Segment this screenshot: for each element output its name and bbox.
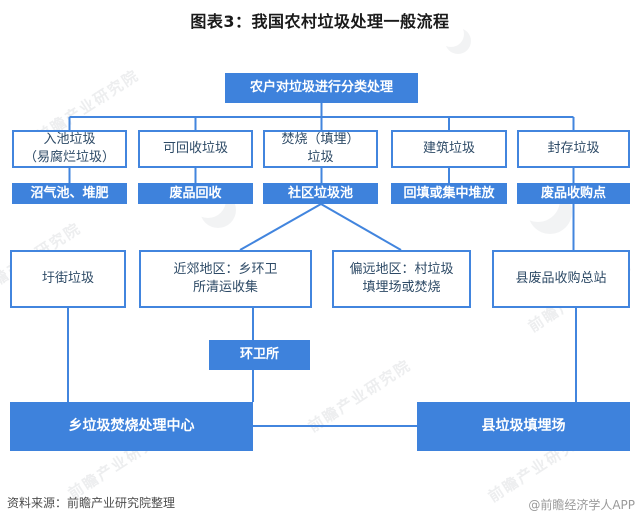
node-scrap-purchase-point: 废品收购点: [517, 183, 630, 204]
node-label: 入池垃圾 （易腐烂垃圾）: [23, 132, 115, 165]
node-backfill-stacking: 回填或集中堆放: [391, 183, 507, 204]
node-recyclable-waste: 可回收垃圾: [138, 130, 253, 168]
node-sealed-waste: 封存垃圾: [517, 130, 630, 168]
node-label: 回填或集中堆放: [403, 185, 495, 201]
node-label: 沼气池、堆肥: [30, 185, 109, 201]
node-construction-waste: 建筑垃圾: [391, 130, 507, 168]
node-label: 废品收购点: [540, 185, 606, 201]
credit-note: @前瞻经济学人APP: [528, 498, 635, 512]
node-label: 环卫所: [239, 347, 279, 363]
node-biogas-compost: 沼气池、堆肥: [12, 183, 127, 204]
node-township-incineration-center: 乡垃圾焚烧处理中心: [10, 402, 253, 451]
node-scrap-recycling: 废品回收: [138, 183, 253, 204]
data-source-note: 资料来源：前瞻产业研究院整理: [7, 496, 176, 510]
node-suburban-collection: 近郊地区：乡环卫 所清运收集: [139, 250, 312, 308]
node-county-scrap-station: 县废品收购总站: [492, 250, 630, 308]
node-label: 焚烧（填埋） 垃圾: [281, 132, 360, 165]
node-label: 建筑垃圾: [422, 141, 475, 157]
node-sanitation-office: 环卫所: [209, 340, 310, 370]
node-county-landfill: 县垃圾填埋场: [417, 402, 630, 451]
node-label: 社区垃圾池: [287, 185, 353, 201]
node-label: 县垃圾填埋场: [481, 418, 566, 435]
diagram-title: 图表3：我国农村垃圾处理一般流程: [190, 12, 450, 31]
node-label: 圩街垃圾: [41, 271, 94, 287]
node-street-garbage: 圩街垃圾: [10, 250, 126, 308]
node-community-garbage-pool: 社区垃圾池: [263, 183, 378, 204]
node-label: 可回收垃圾: [162, 141, 228, 157]
node-label: 封存垃圾: [547, 141, 600, 157]
node-label: 农户对垃圾进行分类处理: [249, 80, 393, 96]
node-remote-landfill-burn: 偏远地区：村垃圾 填埋场或焚烧: [332, 250, 471, 308]
node-label: 乡垃圾焚烧处理中心: [68, 418, 195, 435]
node-label: 近郊地区：乡环卫 所清运收集: [173, 262, 278, 295]
node-label: 废品回收: [169, 185, 222, 201]
node-pit-waste: 入池垃圾 （易腐烂垃圾）: [12, 130, 127, 168]
node-label: 偏远地区：村垃圾 填埋场或焚烧: [349, 262, 454, 295]
node-label: 县废品收购总站: [515, 271, 607, 287]
node-household-sorting: 农户对垃圾进行分类处理: [225, 73, 418, 103]
node-incineration-landfill-waste: 焚烧（填埋） 垃圾: [263, 130, 378, 168]
